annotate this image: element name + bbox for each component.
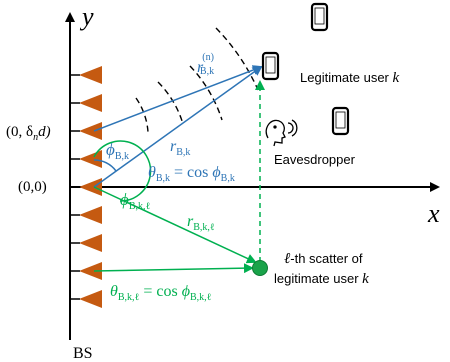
theta-nlos-equation: θB,k,ℓ = cos ϕB,k,ℓ <box>110 283 211 303</box>
scatter-point <box>252 260 268 276</box>
antenna-element <box>79 66 102 84</box>
antenna-element <box>79 290 102 308</box>
theta-los-equation: θB,k = cos ϕB,k <box>148 164 235 184</box>
r-nlos-label: rB,k,ℓ <box>187 213 215 233</box>
antenna-element <box>79 206 102 224</box>
r-n-label: r(n)B,k <box>197 52 214 77</box>
phone-icon <box>310 2 329 32</box>
wavefront-arc <box>135 97 149 133</box>
wavefront-arc <box>189 65 223 121</box>
r-los-label: rB,k <box>170 138 190 158</box>
wavefront-arc <box>157 81 184 125</box>
eavesdropper-label: Eavesdropper <box>274 152 356 167</box>
antenna-element <box>79 150 102 168</box>
antenna-element <box>79 262 102 280</box>
phi-nlos-angle-arc <box>93 140 152 202</box>
near-field-distance-arrow <box>93 65 263 132</box>
origin-label: (0,0) <box>18 179 47 195</box>
listening-head-icon <box>265 119 298 147</box>
antenna-position-label: (0, δnd) <box>6 124 51 143</box>
los-distance-arrow <box>93 65 263 188</box>
phi-los-angle-arc <box>93 159 117 172</box>
scatter-label-line1: ℓ-th scatter of <box>284 251 363 267</box>
x-axis-label: x <box>427 199 440 228</box>
wavefront-arcs <box>135 27 259 133</box>
scatter-reference-arrow <box>93 263 254 274</box>
bs-label: BS <box>73 345 93 362</box>
scatter-distance-arrow <box>93 186 257 264</box>
legitimate-user-phone-icon <box>261 51 280 81</box>
phi-los-label: ϕB,k <box>106 140 129 162</box>
antenna-element <box>79 122 102 140</box>
phi-nlos-label: ϕB,k,ℓ <box>120 190 150 212</box>
wavefront-arc <box>215 27 259 91</box>
y-axis-label: y <box>79 2 94 31</box>
legitimate-user-label: Legitimate user k <box>300 70 400 86</box>
antenna-element <box>79 234 102 252</box>
eavesdropper-phone-icon <box>331 106 350 136</box>
antenna-element <box>79 94 102 112</box>
antenna-element <box>79 178 102 196</box>
scatter-label-line2: legitimate user k <box>274 271 369 287</box>
antenna-array <box>70 66 102 308</box>
